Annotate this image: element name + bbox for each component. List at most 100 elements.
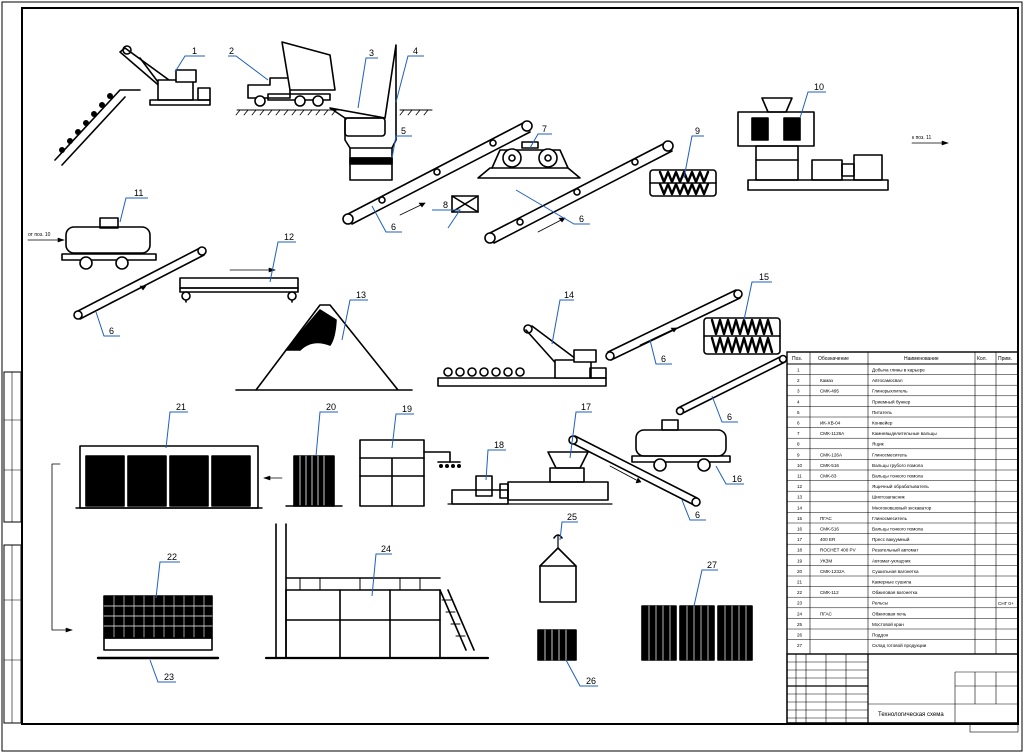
cell-pos: 21 (797, 580, 803, 585)
cell-pos: 26 (797, 633, 803, 638)
cell-pos: 9 (797, 452, 800, 457)
cell-name: Сушильная вагонетка (872, 569, 919, 574)
cell-designation: 400 ER (820, 537, 836, 542)
cell-name: Вальцы тонкого помола (872, 474, 923, 479)
cell-pos: 11 (797, 474, 802, 479)
position-label-6: 6 (515, 189, 590, 225)
position-label-2: 2 (228, 46, 269, 81)
position-label-6: 6 (649, 339, 672, 365)
conveyor-6 (568, 435, 701, 507)
position-number: 6 (579, 214, 584, 224)
cell-name: Мостовой кран (872, 621, 904, 627)
position-number: 11 (134, 188, 143, 198)
position-label-23: 23 (149, 659, 176, 683)
pallet (537, 629, 577, 661)
position-label-16: 16 (715, 465, 744, 485)
title-block-title: Технологическая схема (878, 712, 944, 718)
cell-name: Ящичный обрабатыватель (872, 483, 929, 489)
position-label-10: 10 (799, 82, 826, 119)
position-label-24: 24 (371, 544, 392, 597)
automatic-stacker (359, 439, 461, 507)
conveyor-5 (675, 354, 788, 416)
conveyor-3 (73, 246, 207, 320)
fine-grinding-rollers-16 (631, 419, 731, 472)
cell-name: Вальцы тонкого помола (872, 527, 923, 532)
position-label-18: 18 (485, 440, 506, 481)
chamber-dryers (75, 445, 263, 509)
cell-name: Глинорыхлитель (872, 389, 908, 394)
position-label-5: 5 (391, 126, 412, 159)
position-label-17: 17 (569, 402, 592, 459)
vacuum-press (447, 451, 613, 505)
header-name: Наименование (904, 356, 939, 362)
cell-name: Вальцы грубого помола (872, 463, 923, 468)
cell-name: Приемный бункер (872, 398, 911, 404)
cell-name: Конвейер (872, 420, 893, 426)
position-label-14: 14 (551, 290, 574, 345)
cell-pos: 23 (797, 601, 803, 606)
position-number: 5 (401, 126, 406, 136)
cell-pos: 1 (797, 368, 800, 373)
drying-car (285, 455, 343, 507)
cell-pos: 6 (797, 421, 800, 426)
position-number: 1 (192, 46, 197, 56)
cell-designation: ROCHET 400 PV (820, 548, 857, 553)
position-number: 6 (661, 354, 666, 364)
cell-name: Обжиговая вагонетка (872, 590, 918, 595)
position-number: 10 (814, 82, 824, 92)
cell-pos: 25 (797, 622, 803, 627)
cell-pos: 13 (797, 495, 803, 500)
position-number: 9 (695, 126, 700, 136)
position-number: 21 (176, 402, 186, 412)
cell-pos: 4 (797, 399, 800, 404)
header-note: Прим. (998, 356, 1012, 362)
position-label-9: 9 (683, 126, 704, 179)
position-number: 22 (167, 552, 177, 562)
table-row: 25 Мостовой кран (787, 618, 1018, 627)
position-label-6: 6 (681, 499, 706, 521)
cell-name: Добыча глины в карьере (872, 368, 925, 373)
cell-designation: Камаз (820, 378, 833, 383)
position-label-12: 12 (269, 232, 296, 283)
cell-pos: 19 (797, 558, 803, 563)
firing-kiln (264, 523, 490, 660)
position-number: 2 (229, 46, 234, 56)
cell-pos: 24 (797, 611, 803, 616)
coarse-grinding-rollers (737, 97, 889, 191)
position-number: 16 (732, 474, 742, 484)
conveyor-2 (484, 140, 674, 244)
position-label-7: 7 (529, 124, 552, 149)
position-number: 6 (109, 326, 114, 336)
position-label-19: 19 (391, 404, 414, 449)
cell-name: Поддон (872, 633, 889, 638)
clay-mixer-15 (703, 317, 781, 355)
position-number: 4 (413, 46, 418, 56)
cell-name: Склад готовой продукции (872, 642, 927, 648)
dump-truck (247, 41, 336, 107)
position-number: 7 (542, 124, 547, 134)
cell-name: Автосамосвал (872, 378, 903, 383)
position-label-27: 27 (693, 560, 718, 607)
position-number: 6 (695, 510, 700, 520)
return-line (51, 463, 73, 631)
position-number: 25 (567, 512, 577, 522)
qty-pos-25: СНГ 0+ (998, 601, 1014, 606)
cell-name: Камерные сушила (872, 580, 912, 585)
cell-name: Обжиговая печь (872, 611, 907, 616)
position-label-6: 6 (711, 395, 738, 423)
cell-pos: 15 (797, 516, 803, 521)
cell-designation: СМК-516 (820, 463, 839, 468)
position-number: 19 (402, 404, 412, 414)
